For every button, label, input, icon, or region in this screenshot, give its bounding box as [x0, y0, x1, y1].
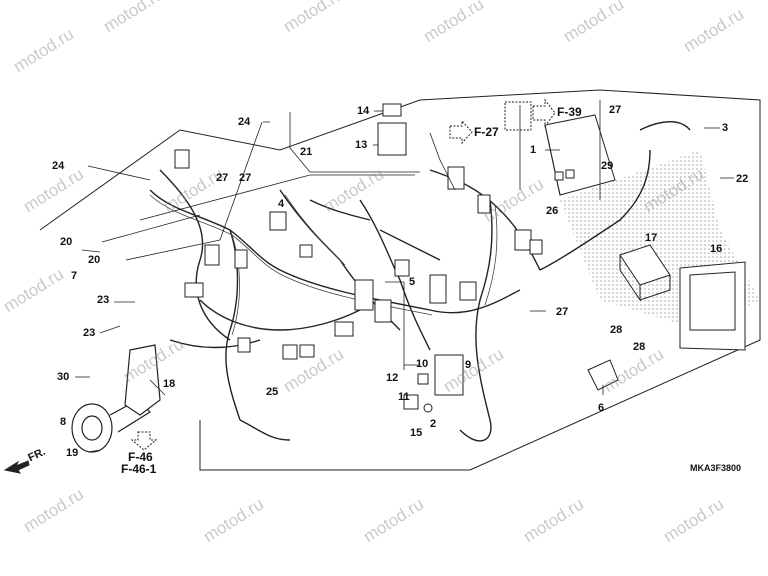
callout-3: 3 — [722, 122, 729, 134]
callout-28: 28 — [633, 341, 646, 353]
callout-27: 27 — [609, 104, 622, 116]
callout-24: 24 — [238, 116, 251, 128]
f46-arrow — [130, 431, 158, 451]
ecu-unit-17 — [619, 244, 671, 302]
callout-22: 22 — [736, 173, 749, 185]
callout-15: 15 — [410, 427, 423, 439]
front-arrow — [3, 460, 30, 474]
wire-harness-thin — [149, 194, 498, 336]
frame-inner — [139, 174, 415, 221]
callout-5: 5 — [409, 276, 416, 288]
callout-25: 25 — [266, 386, 279, 398]
frame-outline — [39, 89, 761, 471]
callout-13: 13 — [355, 139, 368, 151]
callout-7: 7 — [71, 270, 78, 282]
callout-8: 8 — [60, 416, 67, 428]
callout-27: 27 — [556, 306, 569, 318]
reference-f27[interactable]: F-27 — [474, 125, 499, 139]
callout-17: 17 — [645, 232, 658, 244]
callout-18: 18 — [163, 378, 176, 390]
small-parts — [403, 354, 464, 413]
callout-24: 24 — [52, 160, 65, 172]
callout-30: 30 — [57, 371, 70, 383]
callout-4: 4 — [278, 198, 285, 210]
callout-23: 23 — [83, 327, 96, 339]
callout-16: 16 — [710, 243, 723, 255]
callout-12: 12 — [386, 372, 399, 384]
reference-f46[interactable]: F-46 — [128, 450, 153, 464]
callout-29: 29 — [601, 160, 614, 172]
callout-26: 26 — [546, 205, 559, 217]
wire-harness — [149, 121, 691, 442]
callout-1: 1 — [530, 144, 537, 156]
ecu-unit-1 — [544, 114, 616, 196]
callout-28: 28 — [610, 324, 623, 336]
callout-11: 11 — [398, 391, 410, 403]
callout-27: 27 — [216, 172, 229, 184]
callout-20: 20 — [88, 254, 101, 266]
callout-27: 27 — [239, 172, 252, 184]
connectors — [174, 149, 543, 360]
f27-arrow — [449, 119, 473, 145]
ecu-unit-16 — [679, 261, 746, 351]
callout-6: 6 — [598, 402, 605, 414]
callout-21: 21 — [300, 146, 313, 158]
callout-10: 10 — [416, 358, 429, 370]
callout-14: 14 — [357, 105, 370, 117]
reference-f46-1[interactable]: F-46-1 — [121, 462, 157, 476]
relay — [377, 103, 407, 156]
horn — [71, 344, 161, 453]
reference-f39[interactable]: F-39 — [557, 105, 582, 119]
bank-angle-sensor — [587, 359, 619, 391]
callout-19: 19 — [66, 447, 79, 459]
callout-2: 2 — [430, 418, 437, 430]
f39-arrow — [504, 98, 556, 131]
callout-20: 20 — [60, 236, 73, 248]
reference-brackets — [289, 100, 601, 200]
diagram-code: MKA3F3800 — [690, 463, 742, 473]
callout-23: 23 — [97, 294, 110, 306]
callout-9: 9 — [465, 359, 472, 371]
leader-lines — [75, 110, 734, 453]
